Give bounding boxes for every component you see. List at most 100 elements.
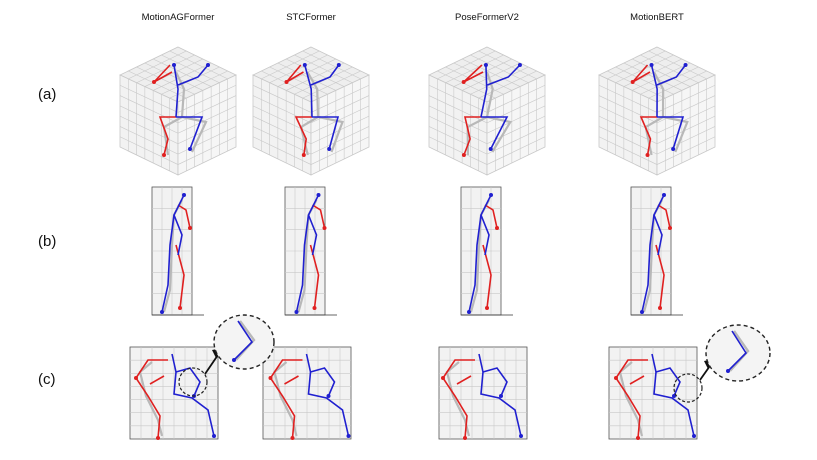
joint-marker (668, 226, 672, 230)
grid-line (486, 136, 546, 165)
joint-marker (172, 63, 176, 67)
grid-line (428, 115, 488, 144)
grid-line (252, 85, 312, 113)
grid-line (486, 126, 546, 155)
prediction-left-arm (175, 367, 201, 397)
joint-marker (485, 306, 489, 310)
grid-line (598, 85, 658, 113)
grid-line (607, 50, 666, 80)
prediction-spine (650, 64, 658, 118)
column-title-motionagformer: MotionAGFormer (141, 12, 215, 23)
grid-line (486, 105, 546, 134)
joint-marker (162, 153, 166, 157)
column-title-motionbert: MotionBERT (630, 12, 684, 23)
prediction-left-arm (653, 214, 663, 256)
prediction-right-leg (158, 116, 176, 156)
grid-line (648, 50, 707, 80)
grid-line (177, 126, 237, 155)
prediction-right-leg (463, 116, 481, 156)
grid-line (169, 70, 228, 99)
prediction-left-arm (656, 64, 687, 86)
column-title-poseformerv2: PoseFormerV2 (455, 12, 519, 23)
panel-b-motionbert (630, 186, 683, 316)
grid-line (144, 62, 203, 91)
zoom-inset-motionbert (673, 324, 771, 403)
joint-marker (134, 376, 138, 380)
prediction-left-arm (655, 367, 681, 397)
grid-line (261, 70, 320, 99)
joint-marker (658, 306, 662, 310)
grid-line (286, 58, 345, 87)
joint-marker (636, 436, 640, 440)
panel-c-stcformer (262, 346, 352, 440)
grid-line (623, 62, 682, 91)
grid-line (177, 105, 237, 134)
grid-line (252, 115, 312, 144)
grid-line (478, 50, 537, 80)
grid-line (294, 66, 353, 95)
grid-line (656, 85, 716, 113)
grid-line (286, 62, 345, 91)
joint-marker (322, 226, 327, 230)
grid-line (252, 136, 312, 165)
prediction-right-arm (312, 204, 326, 229)
grid-line (656, 105, 716, 134)
joint-marker (156, 436, 160, 440)
prediction-right-arm (456, 375, 472, 385)
joint-marker (489, 193, 493, 197)
joint-marker (495, 226, 499, 230)
prediction-spine (173, 64, 179, 118)
panel-c-motionbert (608, 346, 698, 440)
joint-marker (683, 63, 688, 67)
grid-line (640, 54, 699, 83)
grid-line (277, 62, 336, 91)
grid-line (656, 126, 716, 155)
joint-marker (467, 310, 471, 314)
joint-marker (692, 434, 696, 438)
prediction-right-side (269, 359, 303, 439)
grid-line (302, 70, 361, 99)
grid-line (177, 136, 237, 165)
prediction-left-arm (482, 367, 508, 397)
grid-line (598, 95, 658, 124)
joint-marker (499, 394, 503, 398)
grid-line (428, 85, 488, 113)
grid-line (632, 62, 691, 91)
grid-line (119, 126, 179, 155)
zoom-bubble (705, 324, 771, 382)
joint-marker (662, 193, 666, 197)
panel-a-poseformerv2 (428, 46, 546, 176)
grid-line (252, 126, 312, 155)
joint-marker (178, 306, 182, 310)
joint-marker (160, 310, 164, 314)
grid-line (119, 95, 179, 124)
prediction-left-side (651, 353, 695, 437)
prediction-spine-leg (161, 194, 185, 313)
joint-marker (290, 436, 295, 440)
panel-b-motionagformer (151, 186, 204, 316)
grid-line (119, 136, 179, 165)
panel-b-poseformerv2 (460, 186, 513, 316)
joint-marker (182, 193, 186, 197)
grid-line (656, 136, 716, 165)
joint-marker (316, 193, 321, 197)
prediction-right-leg (639, 116, 657, 156)
grid-line (453, 62, 512, 91)
joint-marker (726, 369, 730, 373)
panel-c-poseformerv2 (438, 346, 528, 440)
prediction-left-side (171, 353, 215, 437)
grid-line (169, 50, 228, 80)
panel-a-motionbert (598, 46, 716, 176)
grid-line (310, 85, 370, 113)
joint-marker (649, 63, 654, 67)
cube-right-pane (310, 74, 370, 176)
row-label-c: (c) (38, 371, 56, 388)
grid-line (598, 136, 658, 165)
zoom-bubble (213, 314, 275, 370)
joint-marker (232, 358, 236, 362)
grid-line (486, 85, 546, 113)
joint-marker (630, 80, 635, 84)
zoom-prediction (233, 320, 254, 361)
grid-line (177, 85, 237, 113)
joint-marker (336, 63, 341, 67)
